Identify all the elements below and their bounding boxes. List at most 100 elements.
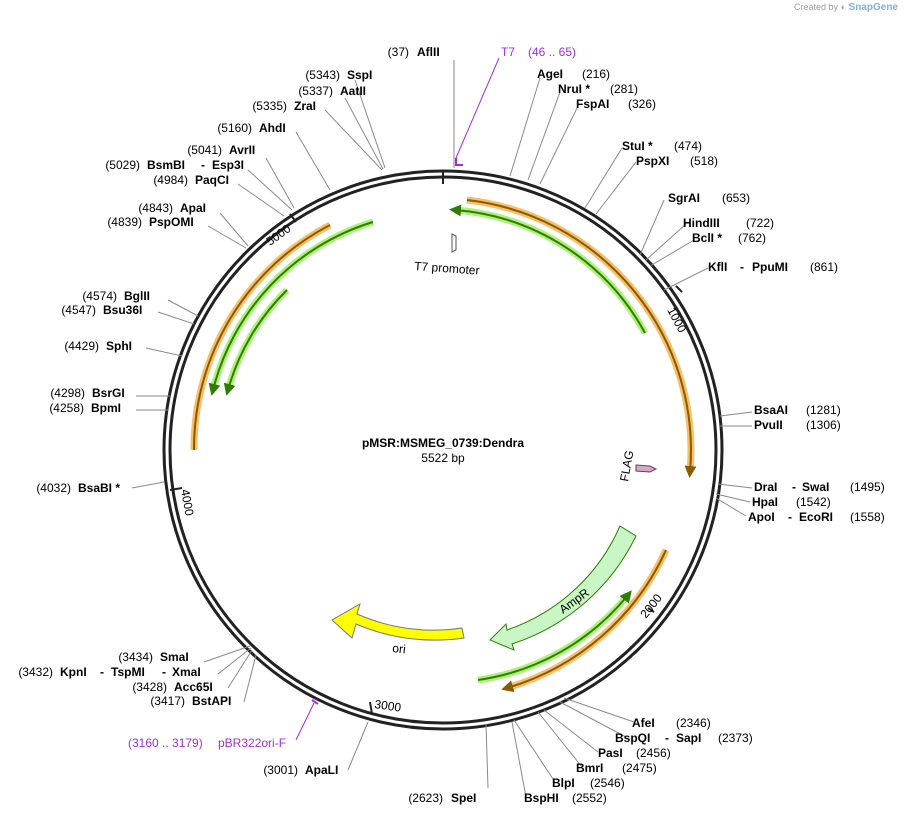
site-ahdi-pos: (5160)	[217, 121, 252, 135]
site-bcli: BclI * (762)	[692, 231, 766, 245]
site-spei: (2623) SpeI	[408, 791, 476, 805]
site-acc65i-name: Acc65I	[174, 680, 213, 694]
t7-promoter-arrow	[451, 233, 457, 253]
tick-4000: 4000	[169, 487, 197, 517]
flag-label: FLAG	[617, 449, 636, 482]
site-bpmi-pos: (4258)	[49, 401, 84, 415]
site-bcli-pos: (762)	[738, 231, 766, 245]
site-agei-name: AgeI	[537, 67, 563, 81]
site-bmri-pos: (2475)	[622, 761, 657, 775]
site-bsmbi-name: BsmBI	[147, 158, 185, 172]
site-bglii: (4574) BglII	[82, 289, 150, 303]
site-paqci-name: PaqCI	[195, 173, 229, 187]
site-sspi-pos: (5343)	[305, 68, 340, 82]
site-fspai-pos: (326)	[628, 97, 656, 111]
site-bpmi: (4258) BpmI	[49, 401, 121, 415]
svg-text:-: -	[201, 158, 205, 172]
site-bspqi-pos: (2373)	[718, 731, 753, 745]
site-blpi-pos: (2546)	[590, 776, 625, 790]
site-acc65i: (3428) Acc65I	[132, 680, 212, 694]
site-smai-name: SmaI	[160, 650, 189, 664]
site-pspxi-pos: (518)	[690, 154, 718, 168]
site-kfli-name: KflI	[708, 260, 727, 274]
site-bmri: BmrI (2475)	[576, 761, 657, 775]
site-blpi-name: BlpI	[552, 776, 575, 790]
site-bstapi-pos: (3417)	[150, 694, 185, 708]
site-apai-pos: (4843)	[138, 201, 173, 215]
site-hpai: HpaI (1542)	[752, 495, 831, 509]
site-pspomi: (4839) PspOMI	[107, 215, 193, 229]
site-apali-name: ApaLI	[305, 763, 338, 777]
site-hpai-name: HpaI	[752, 495, 778, 509]
site-kfli: KflI - PpuMI (861)	[708, 260, 838, 274]
site-pspxi: PspXI (518)	[636, 154, 718, 168]
site-fspai: FspAI (326)	[576, 97, 656, 111]
site-bsphi-name: BspHI	[524, 791, 559, 805]
site-spei-pos: (2623)	[408, 791, 443, 805]
site-sgrai-name: SgrAI	[668, 191, 700, 205]
site-nrui-name: NruI *	[558, 82, 590, 96]
svg-text:-: -	[665, 731, 669, 745]
primer-pbr322ori-f: (3160 .. 3179) pBR322ori-F	[128, 699, 319, 750]
site-zrai-pos: (5335)	[252, 99, 287, 113]
site-kfli-pos: (861)	[810, 260, 838, 274]
site-drai-name: DraI	[754, 480, 777, 494]
site-bstapi: (3417) BstAPI	[150, 694, 231, 708]
site-bsabi-pos: (4032)	[36, 481, 71, 495]
site-kfli-alt: PpuMI	[752, 260, 788, 274]
site-avrii-pos: (5041)	[187, 143, 222, 157]
site-pspxi-name: PspXI	[636, 154, 669, 168]
site-apai: (4843) ApaI	[138, 201, 206, 215]
site-stui-name: StuI *	[622, 139, 653, 153]
site-leader-lines	[131, 60, 753, 798]
site-pspomi-pos: (4839)	[107, 215, 142, 229]
site-ahdi: (5160) AhdI	[217, 121, 285, 135]
site-smai-pos: (3434)	[118, 650, 153, 664]
site-aflii: (37) AflII	[388, 45, 440, 59]
site-pvuii-name: PvuII	[754, 418, 783, 432]
site-blpi: BlpI (2546)	[552, 776, 625, 790]
flag-feature	[635, 464, 658, 473]
plasmid-name: pMSR:MSMEG_0739:Dendra	[362, 436, 524, 450]
snapgene-watermark: Created by ◐ SnapGene	[794, 2, 898, 13]
site-avrii: (5041) AvrII	[187, 143, 255, 157]
site-bstapi-name: BstAPI	[192, 694, 231, 708]
svg-text:-: -	[740, 260, 744, 274]
site-sspi-name: SspI	[347, 68, 372, 82]
site-hpai-pos: (1542)	[796, 495, 831, 509]
site-pasi: PasI (2456)	[598, 746, 671, 760]
site-kpni-alt: TspMI	[111, 665, 145, 679]
site-bsphi-pos: (2552)	[572, 791, 607, 805]
site-bsphi: BspHI (2552)	[524, 791, 607, 805]
site-kpni: (3432) KpnI - TspMI - XmaI	[18, 665, 200, 679]
site-smai: (3434) SmaI	[118, 650, 188, 664]
site-afei-pos: (2346)	[676, 716, 711, 730]
tick-3000: 3000	[369, 697, 402, 715]
watermark-prefix: Created by	[794, 2, 839, 12]
site-bsu36i-pos: (4547)	[61, 303, 96, 317]
site-sgrai: SgrAI (653)	[668, 191, 750, 205]
site-aflii-pos: (37)	[388, 45, 409, 59]
site-nrui-pos: (281)	[610, 82, 638, 96]
site-bsmbi-alt: Esp3I	[212, 158, 244, 172]
site-spei-name: SpeI	[451, 791, 476, 805]
site-drai-pos: (1495)	[850, 480, 885, 494]
site-afei: AfeI (2346)	[632, 716, 711, 730]
site-kpni-alt2: XmaI	[172, 665, 201, 679]
site-apoi-name: ApoI	[748, 510, 775, 524]
site-paqci: (4984) PaqCI	[153, 173, 229, 187]
site-stui-pos: (474)	[674, 139, 702, 153]
t7-promoter-label: T7 promoter	[414, 259, 480, 278]
backbone-outer	[162, 169, 724, 731]
site-avrii-name: AvrII	[229, 143, 255, 157]
site-hindiii: HindIII (722)	[683, 216, 774, 230]
site-sphi-name: SphI	[106, 339, 132, 353]
site-paqci-pos: (4984)	[153, 173, 188, 187]
site-ahdi-name: AhdI	[259, 121, 286, 135]
site-bsabi: (4032) BsaBI *	[36, 481, 120, 495]
site-pvuii: PvuII (1306)	[754, 418, 841, 432]
ampr-feature	[489, 525, 637, 651]
site-aatii-name: AatII	[340, 84, 366, 98]
primer-pbr322ori-f-name: pBR322ori-F	[218, 736, 286, 750]
site-apali: (3001) ApaLI	[263, 763, 338, 777]
